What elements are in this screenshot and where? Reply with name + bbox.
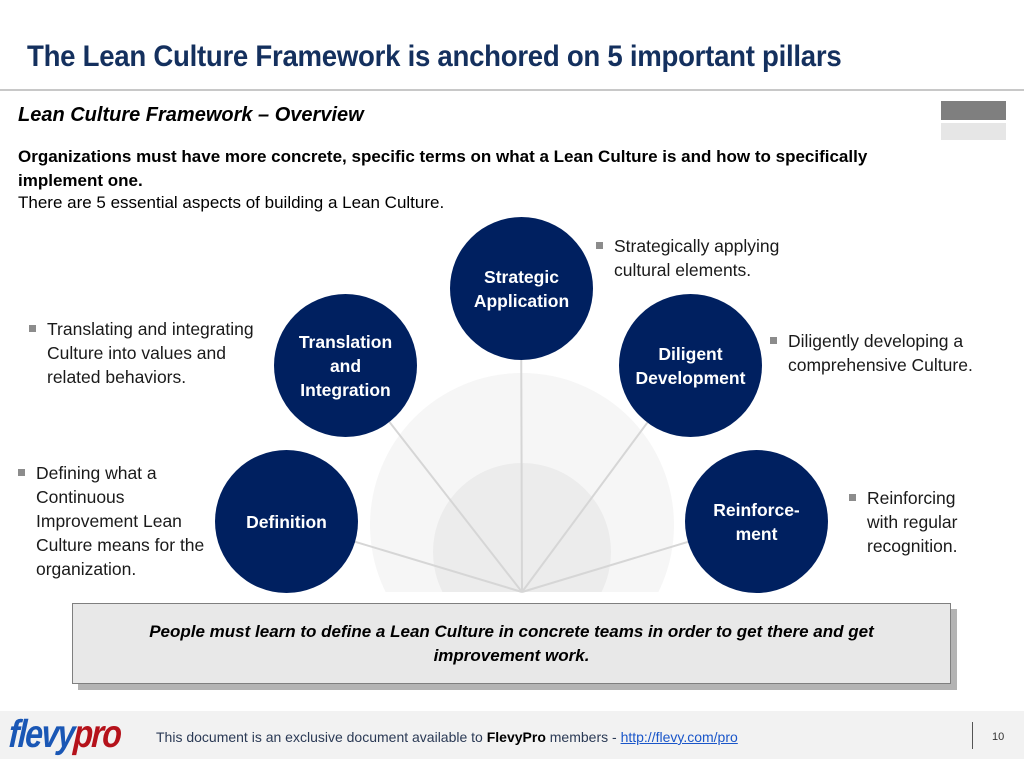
decorative-bar-dark [941, 101, 1006, 120]
pillar-label: Definition [246, 511, 327, 532]
description-strategic-application: Strategically applying cultural elements… [596, 234, 826, 282]
pillar-label: Translation and Integration [298, 331, 393, 400]
footer-bar [0, 711, 1024, 759]
pillar-label: Reinforce-ment [713, 499, 800, 544]
pillar-strategic-application: Strategic Application [450, 217, 593, 360]
callout-text: People must learn to define a Lean Cultu… [149, 621, 874, 665]
footer-divider [972, 722, 973, 749]
pillar-definition: Definition [215, 450, 358, 593]
page-number: 10 [992, 731, 1005, 743]
pillar-translation-integration: Translation and Integration [274, 294, 417, 437]
key-takeaway-callout: People must learn to define a Lean Cultu… [72, 603, 951, 684]
intro-statement: Organizations must have more concrete, s… [18, 147, 868, 190]
description-reinforcement: Reinforcing with regular recognition. [849, 486, 989, 558]
section-subtitle: Lean Culture Framework – Overview [18, 104, 364, 126]
description-translation-integration: Translating and integrating Culture into… [29, 317, 259, 389]
bullet-square-icon [596, 242, 603, 249]
bullet-square-icon [849, 494, 856, 501]
bullet-square-icon [770, 337, 777, 344]
title-divider [0, 89, 1024, 91]
description-diligent-development: Diligently developing a comprehensive Cu… [770, 329, 985, 377]
footer-notice: This document is an exclusive document a… [156, 729, 738, 745]
decorative-bar-light [941, 123, 1006, 140]
description-definition: Defining what a Continuous Improvement L… [18, 461, 218, 581]
bullet-square-icon [18, 469, 25, 476]
intro-note: There are 5 essential aspects of buildin… [18, 193, 445, 212]
flevy-pro-link[interactable]: http://flevy.com/pro [620, 729, 738, 745]
pillar-reinforcement: Reinforce-ment [685, 450, 828, 593]
pillar-label: Strategic Application [473, 266, 570, 311]
flevypro-logo: flevypro [7, 713, 122, 756]
pillar-label: Diligent Development [635, 343, 746, 388]
pillar-diligent-development: Diligent Development [619, 294, 762, 437]
slide-title: The Lean Culture Framework is anchored o… [27, 40, 842, 73]
bullet-square-icon [29, 325, 36, 332]
